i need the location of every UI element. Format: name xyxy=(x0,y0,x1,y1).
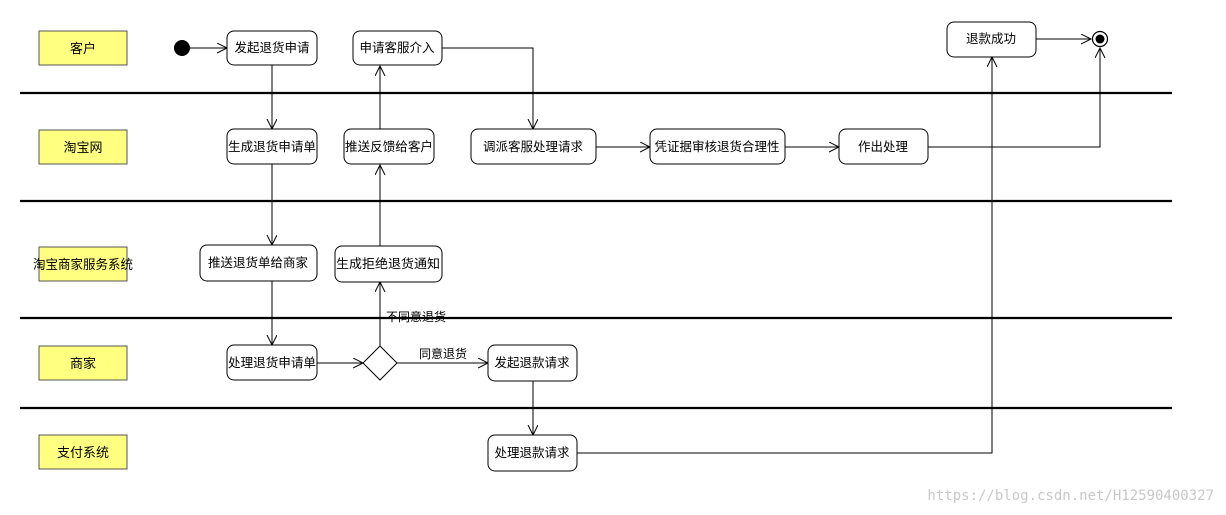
lane-label-text: 淘宝网 xyxy=(63,141,102,156)
lane-label-text: 客户 xyxy=(70,41,96,57)
activity-label: 处理退款请求 xyxy=(494,445,570,460)
activity-label: 发起退货申请 xyxy=(234,40,309,55)
flow-edges xyxy=(190,39,1100,454)
activity-push-feedback: 推送反馈给客户 xyxy=(343,128,435,165)
activity-push-to-merchant: 推送退货单给商家 xyxy=(199,244,318,282)
guard-disagree: 不同意退货 xyxy=(386,309,446,324)
edge xyxy=(928,48,1100,148)
start-node xyxy=(174,40,190,56)
activity-request-cs: 申请客服介入 xyxy=(352,30,443,66)
activity-gen-reject-notice: 生成拒绝退货通知 xyxy=(334,245,443,283)
lane-label-text: 淘宝商家服务系统 xyxy=(33,257,133,273)
end-node xyxy=(1091,30,1109,48)
lane-label-text: 支付系统 xyxy=(57,446,109,461)
activity-label: 推送退货单给商家 xyxy=(208,255,309,270)
activity-start-return: 发起退货申请 xyxy=(226,30,318,66)
activity-label: 发起退款请求 xyxy=(494,355,570,370)
activity-assign-cs: 调派客服处理请求 xyxy=(470,128,597,165)
lane-label-merchant: 商家 xyxy=(38,345,128,381)
lane-label-taobao: 淘宝网 xyxy=(38,129,128,165)
decision-diamond xyxy=(362,345,398,381)
edge xyxy=(442,47,533,129)
lane-label-payment: 支付系统 xyxy=(38,434,128,470)
lane-label-customer: 客户 xyxy=(38,30,128,66)
activity-refund-success: 退款成功 xyxy=(946,21,1037,58)
activity-start-refund: 发起退款请求 xyxy=(487,344,578,382)
activity-gen-return-request: 生成退货申请单 xyxy=(226,128,318,165)
activity-label: 生成拒绝退货通知 xyxy=(336,256,440,271)
activity-label: 申请客服介入 xyxy=(359,40,435,55)
activity-label: 调派客服处理请求 xyxy=(483,139,584,154)
guard-agree: 同意退货 xyxy=(419,346,467,361)
lane-label-merchant-service: 淘宝商家服务系统 xyxy=(33,246,133,282)
activity-label: 退款成功 xyxy=(966,31,1016,46)
activity-label: 处理退货申请单 xyxy=(228,355,316,370)
activity-process-refund: 处理退款请求 xyxy=(487,434,578,472)
watermark: https://blog.csdn.net/H12590400327 xyxy=(927,488,1214,504)
lane-label-text: 商家 xyxy=(70,356,96,372)
activity-label: 生成退货申请单 xyxy=(228,139,316,154)
activity-label: 推送反馈给客户 xyxy=(345,139,433,154)
activity-review-evidence: 凭证据审核退货合理性 xyxy=(649,128,786,165)
activity-label: 作出处理 xyxy=(858,139,909,154)
edge xyxy=(577,57,992,454)
activity-label: 凭证据审核退货合理性 xyxy=(654,139,779,154)
activity-process-return: 处理退货申请单 xyxy=(226,344,318,381)
activity-make-decision: 作出处理 xyxy=(838,128,929,165)
